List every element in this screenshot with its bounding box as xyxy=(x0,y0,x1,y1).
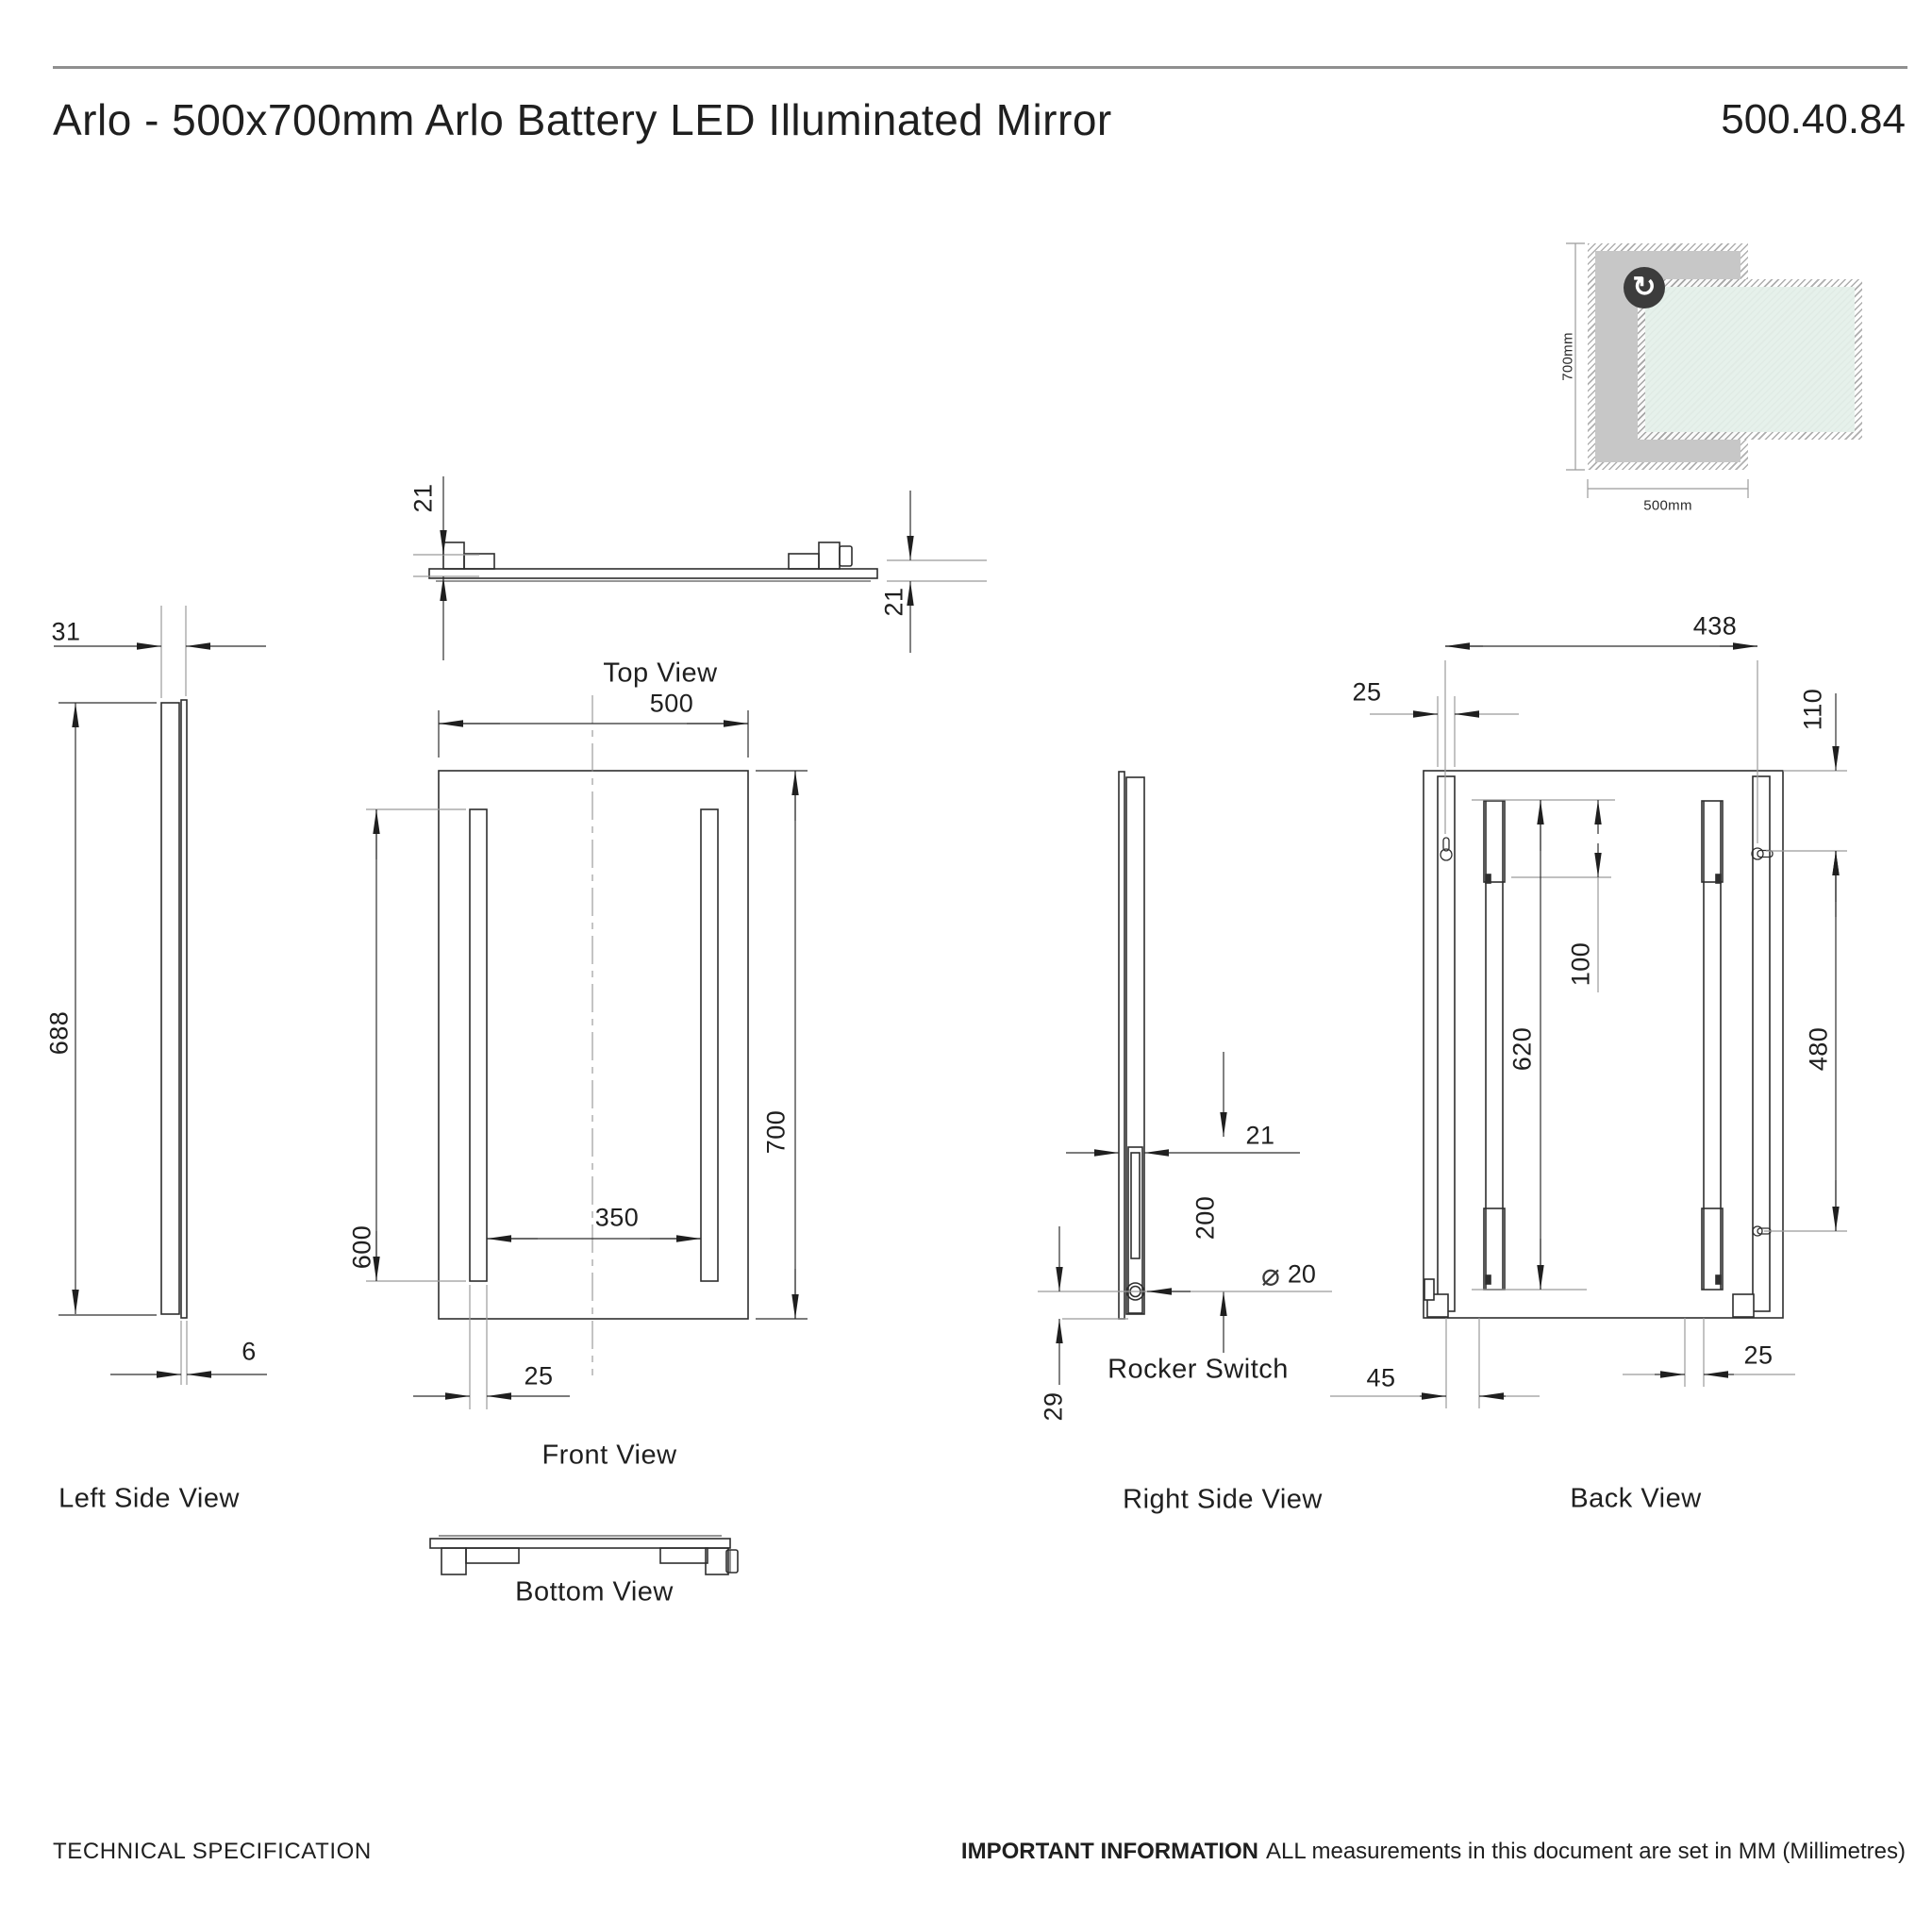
dim-right-switch-bottom-offset: 29 xyxy=(1039,1391,1068,1422)
top-view-drawing xyxy=(413,476,987,660)
dim-back-keyhole-spacing: 438 xyxy=(1692,611,1738,641)
front-view-drawing xyxy=(366,695,808,1409)
dim-top-bracket-depth: 21 xyxy=(408,483,438,513)
thumbnail-landscape-mirror xyxy=(1638,279,1862,440)
left-side-view-drawing xyxy=(54,606,267,1385)
left-side-view-label: Left Side View xyxy=(58,1483,240,1514)
dim-top-frame-depth: 21 xyxy=(879,587,908,617)
footer-important-information: IMPORTANT INFORMATION ALL measurements in… xyxy=(961,1839,1906,1865)
header-rule xyxy=(53,66,1907,69)
dim-front-led-spacing: 350 xyxy=(594,1203,640,1232)
dim-back-led-inset-left: 45 xyxy=(1366,1363,1396,1392)
dim-right-panel-depth: 21 xyxy=(1245,1121,1275,1150)
thumbnail-landscape-fill xyxy=(1645,287,1855,432)
rocker-switch-label: Rocker Switch xyxy=(1108,1354,1289,1385)
back-view-label: Back View xyxy=(1570,1483,1702,1514)
bottom-view-drawing xyxy=(429,1535,739,1575)
back-led-rail-right xyxy=(1701,800,1724,1291)
dim-left-panel-height: 688 xyxy=(44,1010,74,1056)
right-side-view-drawing xyxy=(1038,771,1332,1385)
dim-left-glass-thickness: 6 xyxy=(242,1337,257,1366)
dim-back-rail-width: 25 xyxy=(1352,677,1382,707)
footer-measurement-note: ALL measurements in this document are se… xyxy=(1266,1839,1906,1864)
rotate-icon: ↻ xyxy=(1624,267,1665,308)
thumbnail-dimension-lines xyxy=(1566,242,1749,498)
bottom-view-label: Bottom View xyxy=(515,1576,674,1607)
page-title: Arlo - 500x700mm Arlo Battery LED Illumi… xyxy=(53,95,1112,144)
back-view-drawing xyxy=(1330,642,1847,1408)
dim-front-height: 700 xyxy=(761,1109,791,1155)
diameter-annotation: ⌀ 20 xyxy=(1261,1257,1316,1293)
back-bottom-bracket-right xyxy=(1732,1293,1755,1318)
front-led-strip-right xyxy=(700,808,719,1282)
dim-back-led-span: 620 xyxy=(1507,1026,1537,1072)
top-view-label: Top View xyxy=(603,658,718,689)
back-side-latch xyxy=(1424,1278,1435,1301)
footer-important-information-heading: IMPORTANT INFORMATION xyxy=(960,1839,1258,1864)
keyhole-slot-left xyxy=(1440,837,1453,861)
dim-front-led-height: 600 xyxy=(347,1224,376,1270)
keyhole-slot-right-top xyxy=(1751,847,1774,860)
dim-right-switch-drop: 200 xyxy=(1191,1195,1220,1241)
back-led-rail-left xyxy=(1483,800,1506,1291)
dim-back-keyhole-top-offset: 110 xyxy=(1798,688,1827,731)
rocker-switch-housing xyxy=(1127,1146,1143,1314)
dim-back-led-top-offset: 100 xyxy=(1566,941,1595,987)
product-code: 500.40.84 xyxy=(1721,96,1906,142)
dim-front-led-offset: 25 xyxy=(524,1361,554,1391)
diameter-symbol: ⌀ xyxy=(1261,1257,1280,1292)
back-hanging-rail-right xyxy=(1752,775,1771,1312)
dim-left-depth: 31 xyxy=(51,617,81,646)
dim-right-switch-diameter: 20 xyxy=(1287,1259,1316,1289)
rotate-icon-glyph: ↻ xyxy=(1632,272,1657,303)
front-led-strip-left xyxy=(469,808,488,1282)
dim-back-led-rail-gap: 25 xyxy=(1743,1341,1774,1370)
footer-technical-specification: TECHNICAL SPECIFICATION xyxy=(53,1839,372,1864)
dim-front-width: 500 xyxy=(649,689,694,718)
front-view-label: Front View xyxy=(541,1440,677,1471)
thumbnail-width-label: 500mm xyxy=(1643,497,1692,514)
dim-back-keyhole-vertical-span: 480 xyxy=(1804,1026,1833,1072)
right-side-view-label: Right Side View xyxy=(1123,1484,1323,1515)
